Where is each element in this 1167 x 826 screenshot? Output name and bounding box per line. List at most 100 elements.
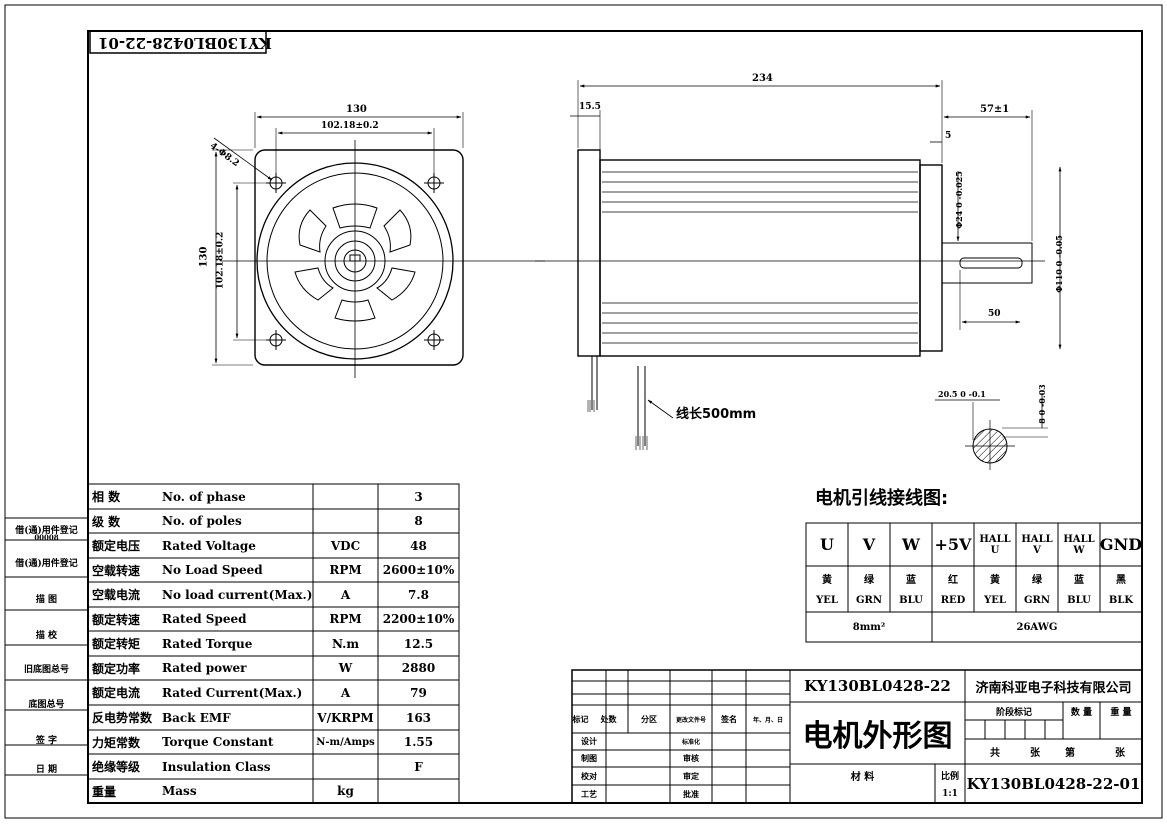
tb-role: 制图 — [581, 753, 597, 763]
spec-unit: V/KRPM — [317, 710, 374, 725]
spec-unit: VDC — [330, 538, 361, 553]
tb-rev-header: 签名 — [721, 713, 737, 724]
spec-en: No. of poles — [162, 514, 242, 528]
spec-value: F — [414, 759, 423, 774]
side-view — [535, 80, 1062, 450]
side-strip-grid — [5, 517, 88, 776]
dim-key-depth: 20.5 0 -0.1 — [938, 389, 986, 399]
wire-header: V — [862, 535, 876, 554]
wire-color-en: YEL — [984, 594, 1006, 606]
title-block-grid — [571, 669, 1143, 804]
spec-cn: 空载转速 — [92, 563, 141, 578]
tb-rev-header: 标记 — [572, 713, 589, 724]
wire-color-en: BLK — [1108, 594, 1134, 606]
spec-value: 3 — [414, 489, 423, 504]
spec-value: 1.55 — [403, 735, 434, 749]
spec-value: 12.5 — [403, 636, 434, 651]
side-label: 借(通)用件登记 — [15, 558, 78, 569]
spec-en: Torque Constant — [162, 735, 274, 749]
tb-rev-header: 更改文件号 — [675, 716, 706, 724]
tb-role2: 审定 — [683, 770, 699, 781]
dim-body-length: 234 — [752, 73, 773, 84]
wire-color-cn: 蓝 — [906, 574, 916, 586]
wire-color-en: YEL — [816, 594, 838, 606]
spec-value: 2880 — [401, 661, 436, 675]
tb-rev-header: 处数 — [600, 713, 617, 724]
wire-color-cn: 黑 — [1116, 574, 1126, 586]
spec-cn: 额定电压 — [92, 539, 141, 553]
dim-hole-spacing-h: 102.18±0.2 — [321, 121, 379, 131]
spec-unit: W — [338, 661, 353, 675]
lead-length-label: 线长500mm — [676, 407, 757, 422]
spec-cn: 反电势常数 — [92, 711, 153, 725]
spec-en: Rated Voltage — [162, 538, 256, 553]
wire-color-cn: 红 — [948, 574, 958, 586]
spec-cn: 额定功率 — [92, 661, 141, 676]
spec-unit: N-m/Amps — [316, 736, 375, 748]
tb-scale: 1:1 — [942, 789, 958, 799]
wire-header: U — [820, 535, 834, 554]
spec-cn: 重量 — [92, 784, 117, 799]
spec-en: Mass — [162, 784, 197, 798]
wire-header: W — [902, 535, 920, 554]
tb-drawing-number: KY130BL0428-22-01 — [966, 774, 1141, 793]
wire-color-en: GRN — [856, 594, 882, 606]
spec-en: Back EMF — [162, 710, 231, 725]
dim-flange-height: 130 — [198, 246, 210, 268]
key-section — [935, 395, 1048, 470]
side-label: 00008 — [34, 532, 59, 542]
tb-role: 工艺 — [581, 788, 597, 799]
spec-table-grid — [87, 483, 460, 804]
spec-en: No. of phase — [162, 489, 246, 504]
spec-unit: A — [340, 685, 351, 700]
dim-key-width: 8 0 -0.03 — [1036, 384, 1047, 424]
dim-boss-dia: Φ110 0 -0.05 — [1053, 235, 1064, 293]
wire-gauge-signal: 26AWG — [1016, 621, 1058, 633]
tb-sheet-unit2: 张 — [1115, 747, 1125, 759]
spec-cn: 绝缘等级 — [92, 760, 141, 774]
spec-unit — [313, 509, 378, 533]
tb-stage-mark: 阶段标记 — [995, 707, 1032, 718]
side-label: 描 校 — [35, 630, 58, 641]
wire-header: HALL V — [1021, 533, 1053, 556]
wire-color-en: BLU — [899, 594, 923, 606]
spec-unit: RPM — [329, 563, 362, 577]
wire-color-en: BLU — [1067, 594, 1091, 606]
spec-unit: kg — [337, 784, 354, 798]
drawing-number-flipped: KY130BL0428-22-01 — [98, 34, 272, 52]
spec-value: 163 — [405, 710, 432, 725]
tb-title: 电机外形图 — [802, 719, 953, 754]
spec-unit: N.m — [331, 636, 360, 651]
side-label: 签 字 — [35, 735, 58, 746]
spec-value: 8 — [414, 514, 423, 528]
spec-cn: 额定转矩 — [92, 637, 141, 651]
spec-cn: 相 数 — [92, 490, 121, 504]
spec-value: 2200±10% — [382, 612, 455, 626]
spec-unit: RPM — [329, 612, 362, 626]
spec-cn: 额定电流 — [92, 686, 141, 700]
dim-shoulder: 5 — [945, 131, 952, 141]
dim-pilot-dia: Φ24 0 -0.025 — [953, 171, 964, 229]
wire-header: HALL U — [979, 533, 1011, 556]
wiring-title: 电机引线接线图: — [815, 488, 949, 509]
wire-color-cn: 蓝 — [1074, 574, 1084, 586]
dim-flange-thickness: 15.5 — [579, 102, 601, 112]
spec-unit — [313, 754, 378, 779]
spec-unit: A — [340, 587, 351, 602]
wire-header: +5V — [934, 535, 972, 554]
spec-value: 7.8 — [408, 587, 429, 602]
wire-color-en: GRN — [1024, 594, 1050, 606]
tb-role2: 批准 — [683, 788, 699, 799]
wire-header: HALL W — [1063, 533, 1095, 556]
tb-role: 设计 — [581, 736, 597, 746]
tb-role2: 审核 — [683, 753, 699, 763]
tb-company: 济南科亚电子科技有限公司 — [975, 680, 1132, 696]
tb-sheet-total: 共 — [990, 747, 1000, 759]
tb-sheet-unit: 张 — [1030, 747, 1040, 759]
spec-value: 2600±10% — [382, 563, 455, 577]
tb-quantity: 数 量 — [1070, 707, 1093, 718]
tb-model: KY130BL0428-22 — [804, 677, 951, 695]
side-label: 日 期 — [35, 764, 58, 775]
wire-color-en: RED — [940, 594, 966, 606]
